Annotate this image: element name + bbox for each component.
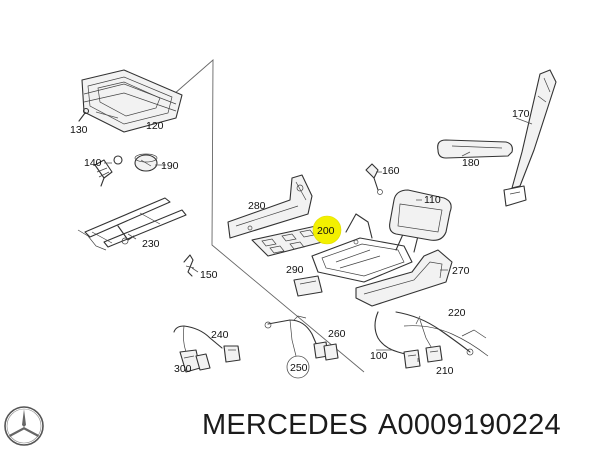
part-300-connector bbox=[179, 349, 211, 373]
part-260-connector bbox=[313, 341, 339, 361]
part-100-connector bbox=[403, 349, 421, 369]
part-130-screw bbox=[78, 107, 90, 122]
callout-130: 130 bbox=[70, 124, 88, 136]
callout-250: 250 bbox=[290, 362, 308, 374]
callout-230: 230 bbox=[142, 238, 160, 250]
part-250-harness bbox=[264, 315, 319, 357]
part-150-bracket bbox=[183, 254, 195, 277]
part-180-armrest bbox=[437, 139, 513, 159]
callout-290: 290 bbox=[286, 264, 304, 276]
callout-170: 170 bbox=[512, 108, 530, 120]
part-160-clip bbox=[365, 163, 383, 195]
callout-200: 200 bbox=[317, 225, 335, 237]
part-280-side-frame bbox=[227, 174, 313, 239]
mercedes-star-icon bbox=[4, 406, 44, 446]
callout-100: 100 bbox=[370, 350, 388, 362]
callout-270: 270 bbox=[452, 265, 470, 277]
part-210-connector bbox=[425, 345, 443, 363]
callout-300: 300 bbox=[174, 363, 192, 375]
callout-190: 190 bbox=[161, 160, 179, 172]
brand-name: MERCEDES bbox=[202, 409, 368, 441]
callout-180: 180 bbox=[462, 157, 480, 169]
part-120-seat-cushion bbox=[81, 69, 183, 133]
part-270-side-cover bbox=[355, 249, 453, 307]
callout-110: 110 bbox=[424, 194, 441, 206]
part-140-spring bbox=[94, 155, 123, 187]
leader-lines bbox=[95, 111, 533, 362]
callout-labels: 120 130 140 190 230 150 280 200 290 160 … bbox=[70, 108, 530, 377]
part-240-cable bbox=[173, 325, 241, 363]
callout-250-circle bbox=[286, 355, 310, 379]
callout-140: 140 bbox=[84, 157, 102, 169]
callout-210: 210 bbox=[436, 365, 454, 377]
callout-160: 160 bbox=[382, 165, 400, 177]
callout-280: 280 bbox=[248, 200, 266, 212]
frame-lines bbox=[157, 59, 365, 373]
callout-120: 120 bbox=[146, 120, 164, 132]
callout-240: 240 bbox=[211, 329, 229, 341]
callout-150: 150 bbox=[200, 269, 218, 281]
footer-bar: MERCEDES A0009190224 bbox=[0, 400, 600, 450]
part-caption: MERCEDES A0009190224 bbox=[202, 409, 571, 442]
part-190-bushing bbox=[134, 153, 158, 172]
part-110-backrest-panel bbox=[389, 189, 452, 241]
callout-260: 260 bbox=[328, 328, 346, 340]
highlight-200-marker bbox=[312, 215, 342, 245]
part-290-pad-set bbox=[251, 225, 331, 297]
callout-220: 220 bbox=[448, 307, 466, 319]
part-number: A0009190224 bbox=[377, 409, 561, 441]
part-230-seat-rails bbox=[77, 197, 187, 251]
part-220-wiring-harness bbox=[374, 311, 489, 357]
part-170-seat-belt bbox=[503, 69, 557, 207]
